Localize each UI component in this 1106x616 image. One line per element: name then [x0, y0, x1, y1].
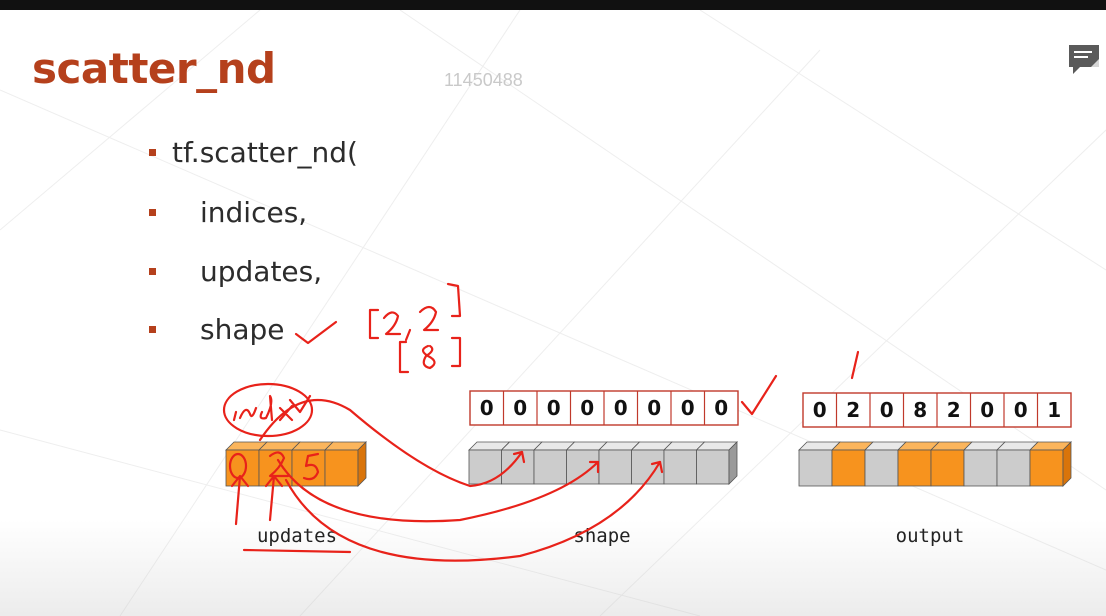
- output-cell: [1029, 441, 1072, 487]
- output-value: 2: [846, 398, 860, 422]
- shape-value: 0: [480, 396, 494, 420]
- bullet-item: updates,: [149, 255, 322, 288]
- shape-label: shape: [573, 525, 630, 547]
- output-value: 8: [913, 398, 927, 422]
- updates-label: updates: [257, 525, 337, 547]
- top-bar: [0, 0, 1106, 10]
- output-cell: [996, 441, 1039, 487]
- output-cell: [831, 441, 874, 487]
- slide-title: scatter_nd: [32, 44, 276, 93]
- output-value: 0: [980, 398, 994, 422]
- updates-cell: [324, 441, 367, 487]
- output-value: 1: [1047, 398, 1061, 422]
- output-value: 0: [813, 398, 827, 422]
- shape-value: 0: [580, 396, 594, 420]
- output-cell: [963, 441, 1006, 487]
- shape-value: 0: [714, 396, 728, 420]
- note-icon[interactable]: [1066, 42, 1102, 76]
- shape-value: 0: [513, 396, 527, 420]
- bullet-text: updates,: [200, 255, 323, 288]
- bullet-text: shape: [200, 313, 285, 346]
- watermark: 11450488: [444, 70, 523, 90]
- bullet-marker: [149, 268, 156, 275]
- bullet-item: tf.scatter_nd(: [149, 136, 358, 169]
- output-cell: [897, 441, 940, 487]
- shape-value: 0: [614, 396, 628, 420]
- shape-cell: [695, 441, 738, 485]
- output-label: output: [896, 525, 965, 547]
- bullet-item: indices,: [149, 196, 307, 229]
- bullet-text: tf.scatter_nd(: [172, 136, 358, 169]
- bullet-marker: [149, 209, 156, 216]
- bullet-item: shape: [149, 313, 285, 346]
- bullet-marker: [149, 326, 156, 333]
- output-value: 0: [880, 398, 894, 422]
- bullet-marker: [149, 149, 156, 156]
- shape-cell: [663, 441, 706, 485]
- output-cell: [798, 441, 841, 487]
- shape-value: 0: [547, 396, 561, 420]
- shape-value: 0: [647, 396, 661, 420]
- output-cell: [930, 441, 973, 487]
- updates-array: [225, 441, 367, 487]
- output-value: 2: [947, 398, 961, 422]
- output-value: 0: [1014, 398, 1028, 422]
- shape-value: 0: [681, 396, 695, 420]
- bullet-text: indices,: [200, 196, 308, 229]
